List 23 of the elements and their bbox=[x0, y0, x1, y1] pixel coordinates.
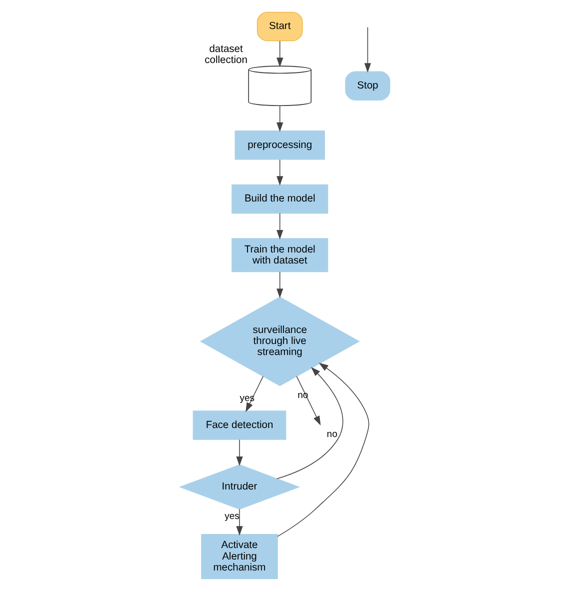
arrow bbox=[364, 26, 370, 73]
node-box: Build the model bbox=[231, 184, 328, 214]
node-box: Train the model with dataset bbox=[231, 238, 328, 272]
node-box: Stop bbox=[344, 71, 390, 100]
arrow bbox=[276, 40, 283, 68]
arrow bbox=[276, 105, 283, 132]
node-box: preprocessing bbox=[234, 130, 324, 160]
arrow bbox=[276, 159, 283, 186]
arrow bbox=[276, 362, 369, 537]
arrow bbox=[276, 366, 343, 480]
node-diamond: Intruder bbox=[178, 464, 300, 510]
arrow bbox=[236, 439, 242, 466]
arrow bbox=[296, 376, 320, 426]
edge-label: yes bbox=[224, 511, 239, 522]
node-diamond: surveillance through live streaming bbox=[199, 296, 360, 386]
node-box: Start bbox=[256, 12, 302, 42]
node-label: dataset collection bbox=[204, 44, 247, 66]
arrow bbox=[236, 508, 242, 536]
arrow bbox=[276, 271, 283, 298]
edge-label: no bbox=[326, 428, 337, 440]
node-box: Activate Alerting mechanism bbox=[200, 534, 278, 580]
arrow bbox=[276, 212, 283, 240]
node-box: Face detection bbox=[192, 410, 286, 440]
